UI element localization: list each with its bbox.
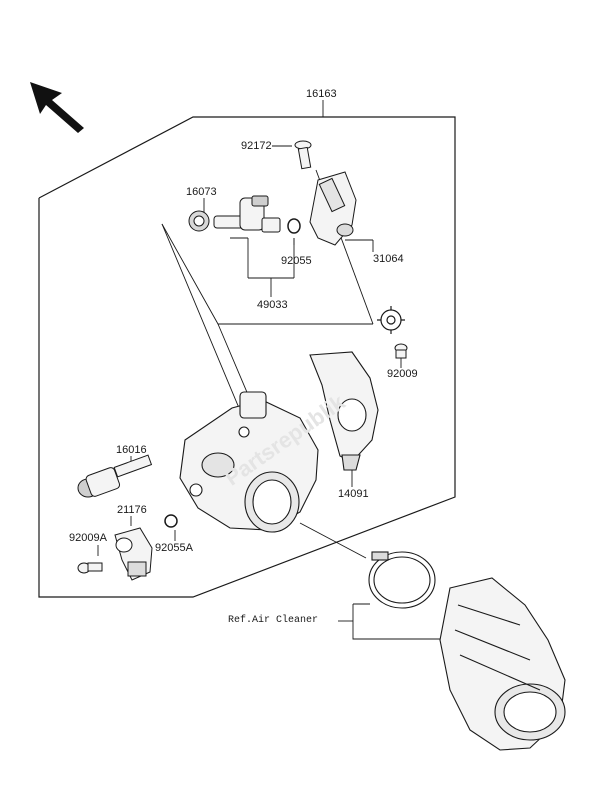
- direction-arrow-icon: [30, 82, 84, 133]
- label-92009: 92009: [387, 368, 418, 380]
- sensor-21176: [114, 527, 153, 581]
- injector: [213, 195, 281, 233]
- label-92055A: 92055A: [155, 542, 193, 554]
- label-21176: 21176: [117, 504, 147, 516]
- sensor-31064: [309, 171, 357, 246]
- bolt-92172: [294, 140, 312, 170]
- oring-92055A: [164, 514, 178, 528]
- screw-92009A: [77, 562, 103, 574]
- bracket-14091: [309, 351, 379, 471]
- washer-16073: [188, 210, 210, 232]
- label-92009A: 92009A: [69, 532, 107, 544]
- label-49033: 49033: [257, 299, 288, 311]
- label-16073: 16073: [186, 186, 217, 198]
- label-92172: 92172: [241, 140, 272, 152]
- screw-92009: [394, 343, 408, 359]
- label-16016: 16016: [116, 444, 147, 456]
- label-31064: 31064: [373, 253, 404, 265]
- hose-clamp: [368, 551, 436, 609]
- valve-16016: [77, 454, 153, 498]
- gear-logo-icon: [377, 306, 405, 334]
- oring-92055: [287, 218, 301, 234]
- assembly-frame: [38, 116, 456, 598]
- label-16163: 16163: [306, 88, 337, 100]
- air-cleaner-duct: [439, 577, 566, 751]
- leader-lines: [97, 100, 442, 640]
- label-ref-air-cleaner: Ref.Air Cleaner: [228, 615, 319, 626]
- throttle-body: [179, 391, 319, 533]
- label-14091: 14091: [338, 488, 369, 500]
- label-92055: 92055: [281, 255, 312, 267]
